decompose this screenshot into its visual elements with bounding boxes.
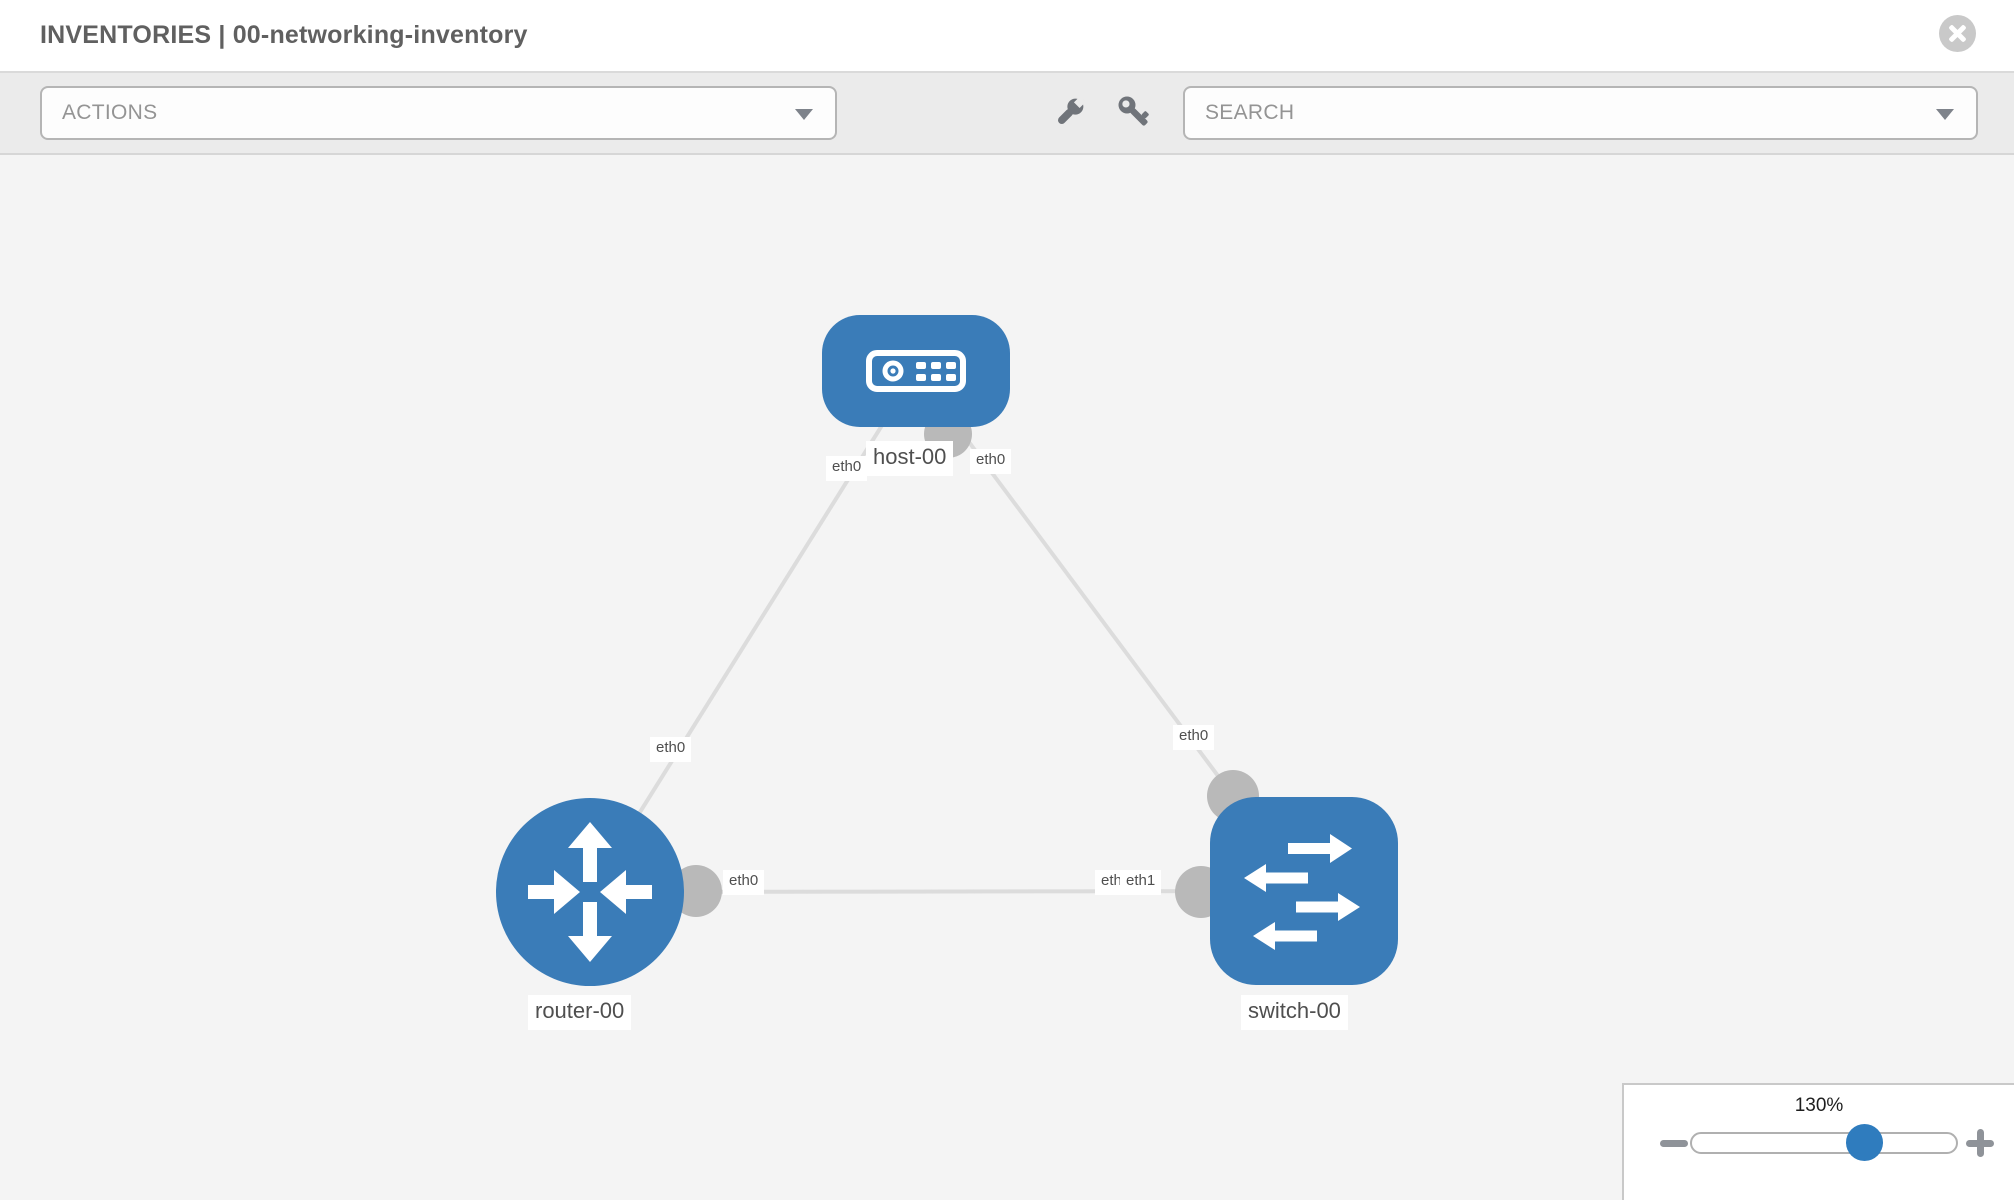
iface-label-router-crosslink: eth0 [723, 870, 765, 895]
zoom-out-button[interactable] [1660, 1140, 1688, 1147]
key-icon [1118, 96, 1149, 126]
iface-label-switch-crosslink: eth1 [1120, 870, 1162, 895]
zoom-panel: 130% [1622, 1083, 2014, 1200]
search-dropdown-label: SEARCH [1205, 101, 1295, 124]
node-host-00[interactable] [822, 315, 1010, 427]
iface-label-switch-uplink: eth0 [1173, 725, 1215, 750]
zoom-slider-thumb[interactable] [1846, 1124, 1883, 1161]
toolbar: ACTIONS SEARCH [0, 73, 2014, 155]
router-arrows-icon [528, 822, 652, 962]
zoom-slider[interactable] [1690, 1124, 1958, 1161]
node-router-00[interactable] [496, 798, 684, 986]
server-icon [866, 350, 966, 392]
actions-dropdown[interactable]: ACTIONS [40, 86, 837, 140]
node-switch-00[interactable] [1210, 797, 1398, 985]
key-button[interactable] [1114, 95, 1152, 131]
wrench-button[interactable] [1050, 95, 1088, 131]
node-label-switch: switch-00 [1241, 995, 1348, 1030]
close-icon[interactable] [1939, 15, 1976, 52]
header-bar: INVENTORIES | 00-networking-inventory [0, 0, 2014, 73]
chevron-down-icon [1936, 109, 1954, 120]
iface-label-host-right: eth0 [970, 449, 1012, 474]
wrench-icon [1057, 96, 1086, 125]
chevron-down-icon [795, 109, 813, 120]
search-dropdown[interactable]: SEARCH [1183, 86, 1978, 140]
zoom-in-button[interactable] [1966, 1129, 1994, 1157]
node-label-host: host-00 [866, 441, 954, 476]
page-title: INVENTORIES | 00-networking-inventory [40, 21, 528, 49]
actions-dropdown-label: ACTIONS [62, 101, 158, 124]
iface-label-router-uplink: eth0 [650, 737, 692, 762]
zoom-percentage: 130% [1794, 1095, 1844, 1116]
iface-label-host-left: eth0 [826, 456, 868, 481]
node-label-router: router-00 [528, 995, 632, 1030]
switch-arrows-icon [1244, 834, 1360, 950]
